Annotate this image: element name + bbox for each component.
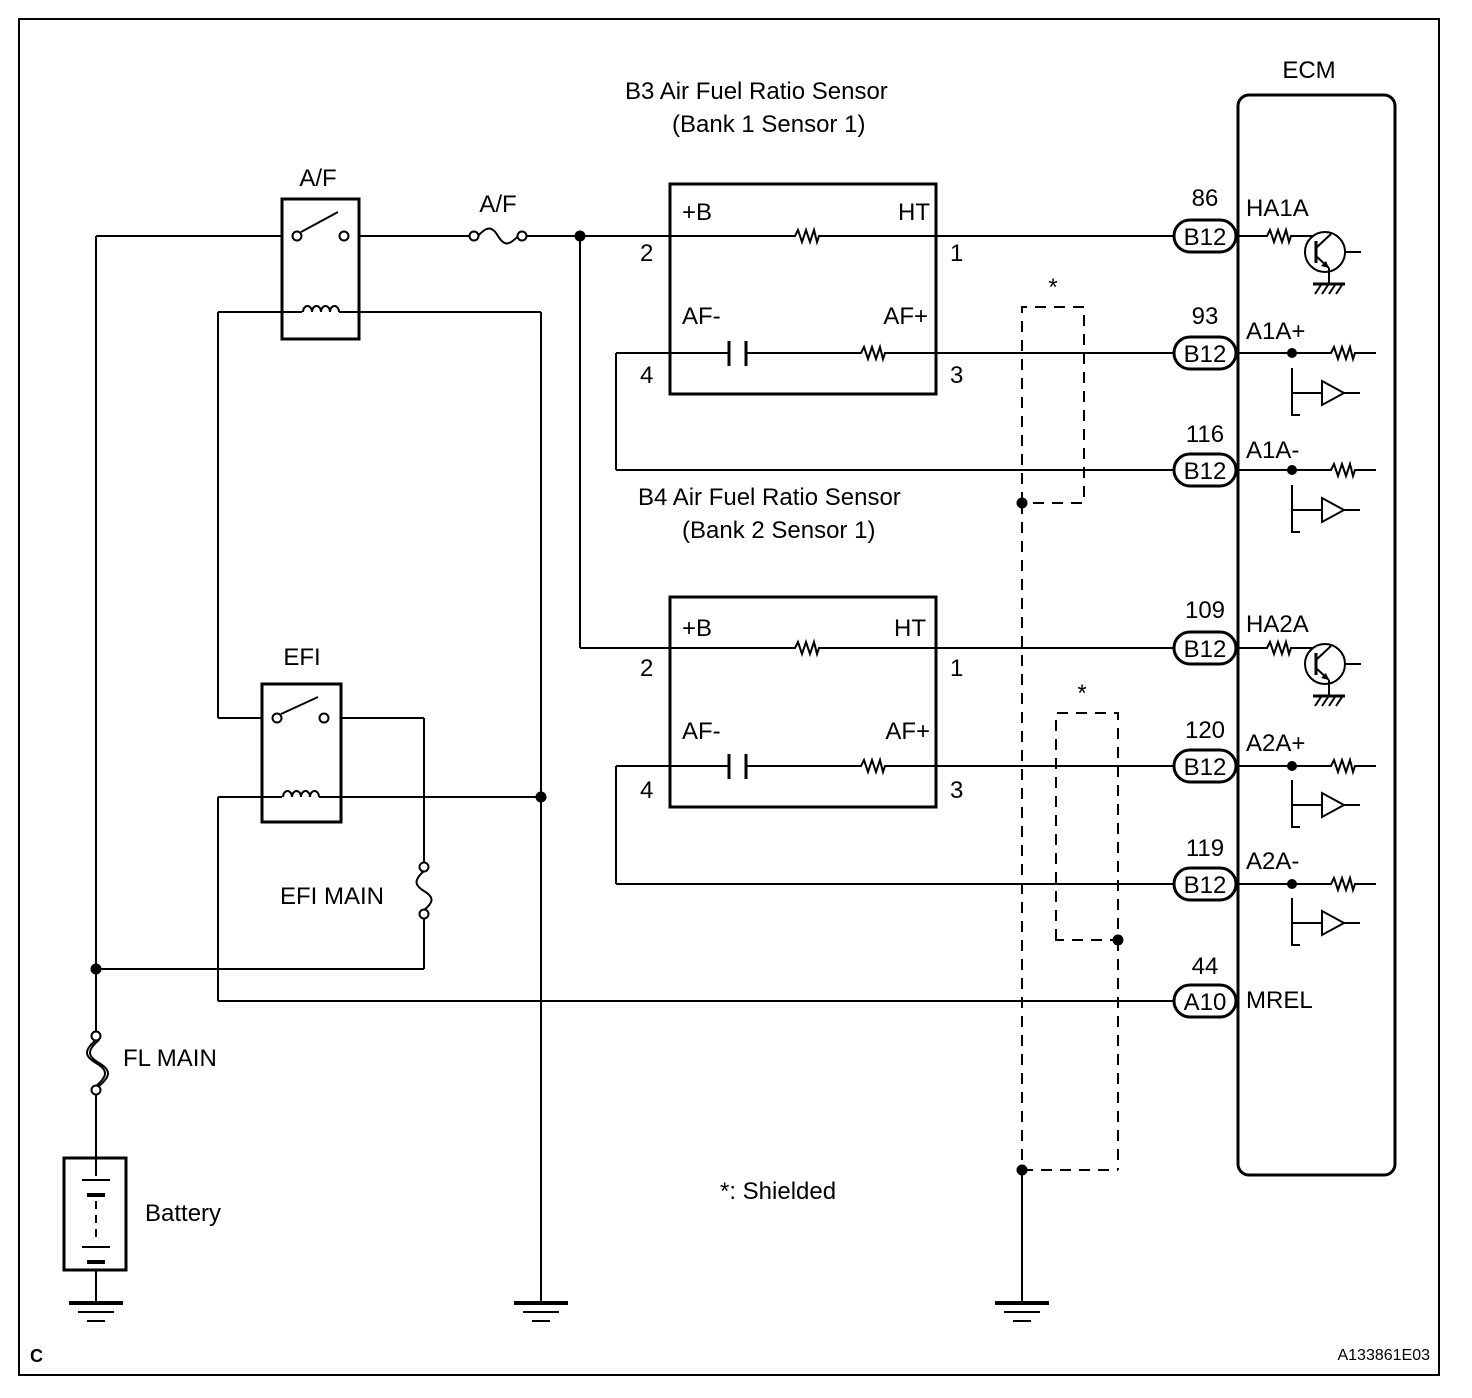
ground-shield: [993, 1301, 1051, 1323]
af-fuse: [468, 227, 528, 245]
shield-b3: [1016, 306, 1085, 509]
af-relay-label: A/F: [299, 165, 336, 192]
b3-af-plus: AF+: [883, 303, 928, 330]
splice-dots: [90, 230, 586, 975]
ecm-pin-119: B12 119 A2A-: [1172, 835, 1299, 902]
b4-af-plus: AF+: [885, 718, 930, 745]
ecm-pin-116-signal: A1A-: [1246, 437, 1299, 464]
ecm-pin-86-number: 86: [1192, 185, 1219, 212]
fl-main-label: FL MAIN: [123, 1045, 217, 1072]
ecm-pin-109-number: 109: [1185, 597, 1225, 624]
ecm-pin-120: B12 120 A2A+: [1172, 717, 1305, 784]
efi-main-label: EFI MAIN: [280, 883, 384, 910]
ecm-pin-93-connector: B12: [1184, 341, 1227, 368]
b3-pin-1: 1: [950, 240, 963, 267]
shield-b4: [1055, 712, 1124, 946]
shield-b4-mark: *: [1077, 680, 1086, 707]
ecm-box: [1236, 93, 1397, 1177]
b3-af-minus: AF-: [682, 303, 721, 330]
ecm-pin-109-connector: B12: [1184, 636, 1227, 663]
b3-ht: HT: [898, 199, 930, 226]
shield-drain: [1016, 503, 1119, 1301]
b3-subtitle: (Bank 1 Sensor 1): [672, 111, 865, 138]
ecm-pin-120-number: 120: [1185, 717, 1225, 744]
ecm-internal: [1238, 229, 1376, 946]
ecm-pin-109-signal: HA2A: [1246, 611, 1309, 638]
b4-pin-4: 4: [640, 777, 653, 804]
b4-sensor: [616, 595, 1174, 809]
figure-id: A133861E03: [1337, 1347, 1430, 1364]
battery-label: Battery: [145, 1200, 221, 1227]
ecm-pin-86-connector: B12: [1184, 224, 1227, 251]
corner-label: C: [30, 1346, 43, 1366]
b3-pin-4: 4: [640, 362, 653, 389]
ecm-label: ECM: [1282, 57, 1335, 84]
b4-title: B4 Air Fuel Ratio Sensor: [638, 484, 901, 511]
b4-pin-3: 3: [950, 777, 963, 804]
ecm-pin-119-signal: A2A-: [1246, 848, 1299, 875]
b4-plus-b: +B: [682, 615, 712, 642]
ecm-pin-119-number: 119: [1186, 835, 1224, 862]
b3-sensor: [616, 182, 1174, 396]
efi-main-fuse: [415, 861, 433, 920]
ground-relay: [512, 1301, 570, 1323]
shielded-note: *: Shielded: [720, 1178, 836, 1205]
diagram-frame: [18, 18, 1440, 1376]
efi-relay-label: EFI: [283, 644, 320, 671]
ecm-pin-109: B12 109 HA2A: [1172, 597, 1309, 666]
ecm-pin-116-number: 116: [1186, 421, 1224, 448]
b4-ht: HT: [894, 615, 926, 642]
b3-plus-b: +B: [682, 199, 712, 226]
ground-battery: [67, 1301, 125, 1323]
ecm-pin-44: A10 44 MREL: [1172, 953, 1313, 1019]
shield-b3-mark: *: [1048, 274, 1057, 301]
af-relay: [280, 197, 361, 341]
ecm-pin-93-signal: A1A+: [1246, 318, 1305, 345]
ecm-pin-44-connector: A10: [1184, 989, 1227, 1016]
b3-title: B3 Air Fuel Ratio Sensor: [625, 78, 888, 105]
power-wiring: [95, 235, 1174, 1301]
ecm-pin-93-number: 93: [1192, 303, 1219, 330]
b3-pin-2: 2: [640, 240, 653, 267]
ecm-pin-86: B12 86 HA1A: [1172, 185, 1309, 254]
battery: [62, 1156, 128, 1272]
b4-af-minus: AF-: [682, 718, 721, 745]
b4-pin-2: 2: [640, 655, 653, 682]
ecm-pin-116: B12 116 A1A-: [1172, 421, 1299, 488]
ecm-pin-120-connector: B12: [1184, 754, 1227, 781]
b3-pin-3: 3: [950, 362, 963, 389]
ecm-pin-93: B12 93 A1A+: [1172, 303, 1305, 371]
ecm-pin-44-number: 44: [1192, 953, 1219, 980]
ecm-pin-119-connector: B12: [1184, 872, 1227, 899]
fl-main-fusible-link: [86, 1030, 109, 1096]
b4-subtitle: (Bank 2 Sensor 1): [682, 517, 875, 544]
af-fuse-label: A/F: [479, 191, 516, 218]
efi-relay: [260, 682, 343, 824]
ecm-pin-120-signal: A2A+: [1246, 730, 1305, 757]
ecm-pin-44-signal: MREL: [1246, 987, 1313, 1014]
ecm-pin-116-connector: B12: [1184, 458, 1227, 485]
b4-pin-1: 1: [950, 655, 963, 682]
ecm-pin-86-signal: HA1A: [1246, 195, 1309, 222]
